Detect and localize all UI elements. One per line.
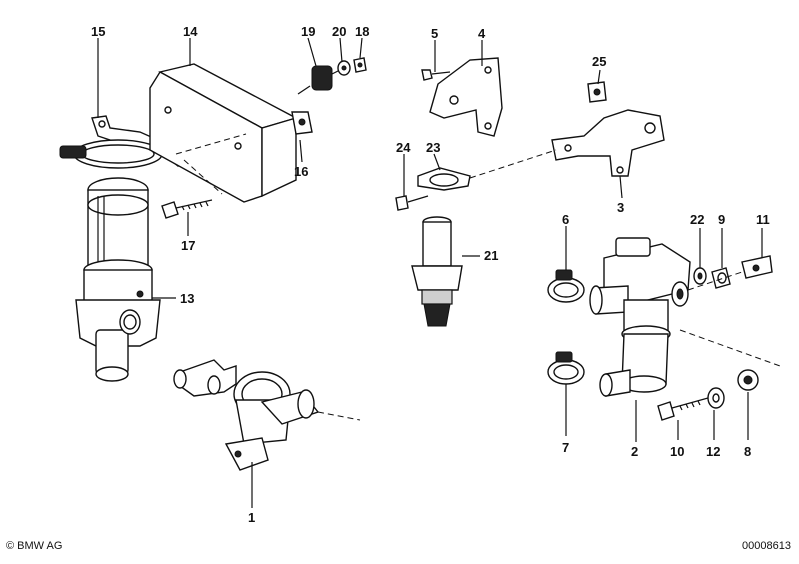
part-11-bracket-clip[interactable] <box>741 255 773 279</box>
callout-15: 15 <box>91 24 105 39</box>
part-21-sensor[interactable] <box>411 216 463 327</box>
assembly-lines <box>175 133 781 421</box>
callout-23: 23 <box>426 140 440 155</box>
diagram-number: 00008613 <box>742 540 791 552</box>
part-13-electric-pump[interactable] <box>75 177 161 382</box>
part-8-grommet[interactable] <box>737 369 759 391</box>
part-12-washer[interactable] <box>707 387 725 409</box>
part-24-bolt[interactable] <box>395 195 429 211</box>
part-3-bracket[interactable] <box>551 109 665 177</box>
callout-5: 5 <box>431 26 438 41</box>
part-17-bolt[interactable] <box>161 199 213 219</box>
part-5-screw[interactable] <box>421 69 451 81</box>
part-25-clip-nut[interactable] <box>587 81 607 103</box>
footer-brand: © BMW AG <box>6 540 62 552</box>
leader-lines <box>97 37 763 508</box>
callout-3: 3 <box>617 200 624 215</box>
callout-4: 4 <box>478 26 486 41</box>
part-20-washer[interactable] <box>337 60 351 76</box>
callout-2: 2 <box>631 444 638 459</box>
part-19-rubber-mount[interactable] <box>297 65 341 95</box>
part-23-hose-clip[interactable] <box>417 167 471 191</box>
part-18-nut[interactable] <box>353 57 367 73</box>
callout-6: 6 <box>562 212 569 227</box>
part-2-valve-body[interactable] <box>589 237 691 397</box>
part-9-nut[interactable] <box>711 267 731 289</box>
callout-20: 20 <box>332 24 346 39</box>
part-14-heat-shield[interactable] <box>149 63 298 203</box>
part-1-water-valve[interactable] <box>173 359 320 471</box>
callout-10: 10 <box>670 444 684 459</box>
callout-12: 12 <box>706 444 720 459</box>
callout-19: 19 <box>301 24 315 39</box>
bmw-logo-icon: © <box>6 540 15 552</box>
callout-labels: 15 14 19 20 18 16 17 13 1 5 4 25 3 24 23… <box>91 24 770 525</box>
callout-25: 25 <box>592 54 606 69</box>
callout-1: 1 <box>248 510 255 525</box>
callout-13: 13 <box>180 291 194 306</box>
callout-11: 11 <box>756 212 770 227</box>
callout-22: 22 <box>690 212 704 227</box>
callout-24: 24 <box>396 140 411 155</box>
callout-21: 21 <box>484 248 498 263</box>
brand-name: BMW AG <box>17 540 63 552</box>
part-10-bolt[interactable] <box>657 397 709 421</box>
part-16-clip-nut[interactable] <box>291 111 313 135</box>
callout-17: 17 <box>181 238 195 253</box>
callout-9: 9 <box>718 212 725 227</box>
part-7-hose-clamp[interactable] <box>547 351 585 385</box>
part-22-seal[interactable] <box>693 267 707 285</box>
callout-18: 18 <box>355 24 369 39</box>
callout-14: 14 <box>183 24 198 39</box>
part-4-mounting-bracket[interactable] <box>429 57 503 137</box>
callout-7: 7 <box>562 440 569 455</box>
callout-16: 16 <box>294 164 308 179</box>
part-6-hose-clamp[interactable] <box>547 269 585 303</box>
callout-8: 8 <box>744 444 751 459</box>
